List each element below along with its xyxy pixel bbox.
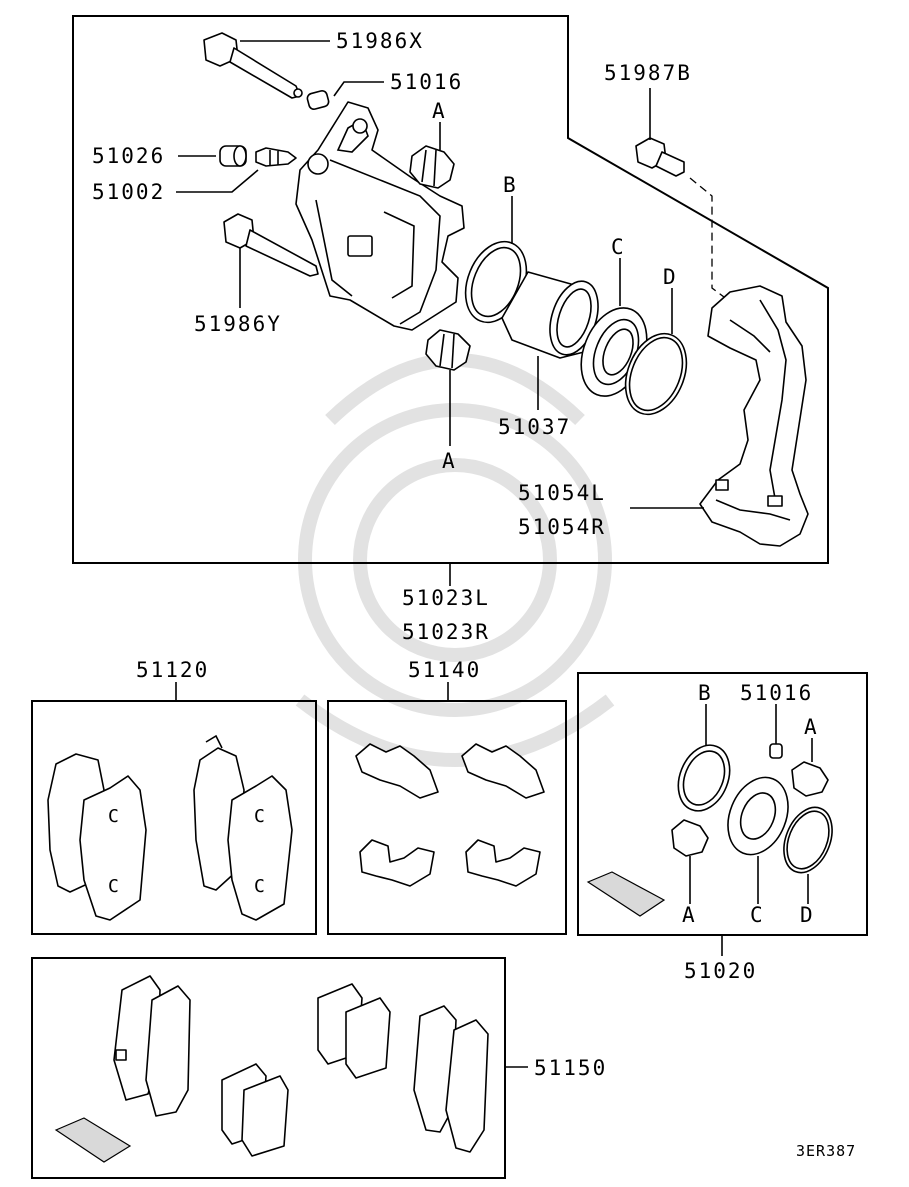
- label-51023l: 51023L: [402, 586, 490, 610]
- label-51150: 51150: [534, 1056, 607, 1080]
- bleeder-cap-51026: [219, 145, 247, 167]
- boot-a-bottom: [425, 329, 471, 371]
- boot-a-top: [409, 145, 455, 189]
- label-51016-top: 51016: [390, 70, 463, 94]
- label-51020: 51020: [684, 959, 757, 983]
- label-d-kit: D: [800, 903, 815, 927]
- bolt-51987b: [635, 137, 685, 177]
- caliper-body: [295, 101, 465, 331]
- label-51023r: 51023R: [402, 620, 490, 644]
- label-51054r: 51054R: [518, 515, 606, 539]
- clip-set-frame: [327, 700, 567, 935]
- label-51987b: 51987B: [604, 61, 692, 85]
- pad-kit-51150: [54, 975, 489, 1163]
- snap-ring-d: [624, 332, 688, 416]
- label-51986x: 51986X: [336, 29, 424, 53]
- bushing-51016-top: [306, 90, 330, 110]
- seal-kit-51020: [586, 743, 833, 917]
- label-51986y: 51986Y: [194, 312, 282, 336]
- pad-clips-51140: [355, 743, 545, 887]
- figure-code: 3ER387: [796, 1142, 856, 1160]
- caliper-assembly-frame: [72, 15, 829, 564]
- guide-bolt-51986x: [203, 32, 303, 99]
- label-51002: 51002: [92, 180, 165, 204]
- label-51016-kit: 51016: [740, 681, 813, 705]
- svg-text:C: C: [108, 876, 121, 897]
- label-a-kit-top: A: [804, 715, 819, 739]
- brake-pads-51120: C C C C: [47, 734, 293, 921]
- label-51120: 51120: [136, 658, 209, 682]
- label-51140: 51140: [408, 658, 481, 682]
- label-a-top: A: [432, 99, 447, 123]
- svg-text:C: C: [254, 876, 267, 897]
- label-51026: 51026: [92, 144, 165, 168]
- label-b-kit: B: [698, 681, 713, 705]
- label-b-top: B: [503, 173, 518, 197]
- label-51054l: 51054L: [518, 481, 606, 505]
- caliper-bracket-51054: [699, 285, 809, 547]
- label-a-kit-bottom: A: [682, 903, 697, 927]
- label-d-top: D: [663, 265, 678, 289]
- bleeder-screw-51002: [255, 147, 297, 167]
- piston-51037: [501, 271, 599, 359]
- guide-bolt-51986y: [223, 213, 319, 277]
- pad-kit-frame: [31, 957, 506, 1179]
- label-51037: 51037: [498, 415, 571, 439]
- pad-set-frame: [31, 700, 317, 935]
- label-c-top: C: [611, 235, 626, 259]
- svg-text:C: C: [108, 806, 121, 827]
- label-c-kit: C: [750, 903, 765, 927]
- label-a-bottom: A: [442, 449, 457, 473]
- svg-text:C: C: [254, 806, 267, 827]
